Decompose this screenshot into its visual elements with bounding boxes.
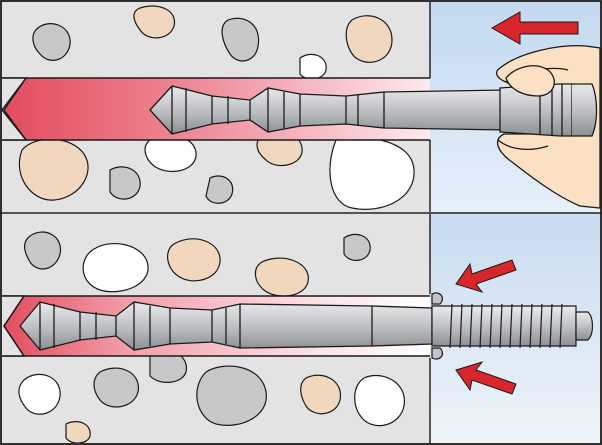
panel-top bbox=[1, 2, 601, 212]
stone bbox=[205, 175, 234, 204]
stone bbox=[109, 166, 141, 200]
drill-hole-edges bbox=[2, 77, 430, 141]
bolt-head-top bbox=[499, 83, 598, 137]
stones-bottom bbox=[18, 231, 405, 443]
stone bbox=[32, 23, 71, 61]
stone bbox=[343, 233, 371, 261]
arrow-diagonal-down-icon bbox=[455, 259, 517, 293]
stone bbox=[65, 421, 91, 443]
stone bbox=[254, 257, 309, 297]
arrow-left-icon bbox=[490, 11, 579, 45]
stone bbox=[82, 243, 149, 293]
drill-hole-tip bbox=[2, 77, 28, 141]
arrow-diagonal-up-icon bbox=[455, 361, 517, 395]
stone bbox=[354, 374, 405, 427]
stone bbox=[18, 373, 61, 415]
stone bbox=[345, 15, 393, 63]
stone bbox=[93, 367, 139, 408]
stone bbox=[24, 231, 62, 270]
stone bbox=[300, 374, 341, 415]
stone bbox=[299, 53, 327, 80]
stone bbox=[167, 238, 221, 282]
stone bbox=[329, 137, 415, 210]
stone bbox=[196, 365, 267, 426]
panel-bottom bbox=[2, 214, 600, 443]
stone bbox=[133, 5, 176, 39]
thumb-icon bbox=[505, 65, 555, 97]
washer-top bbox=[431, 292, 444, 305]
stone bbox=[221, 17, 260, 62]
washer-bottom bbox=[431, 347, 444, 360]
threaded-stud bbox=[431, 303, 594, 349]
stones-top bbox=[18, 5, 415, 210]
